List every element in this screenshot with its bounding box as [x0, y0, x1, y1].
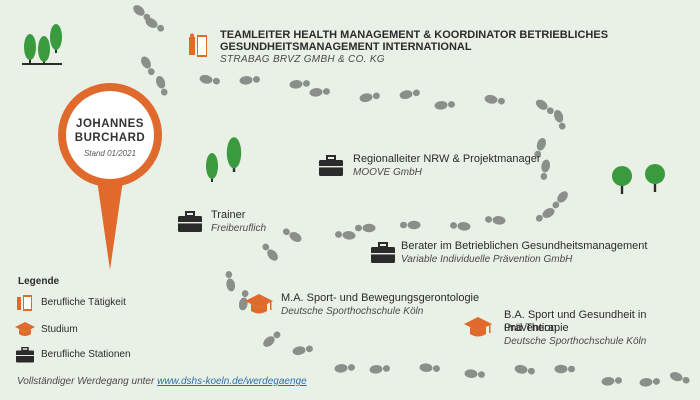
legend-item-study: Studium [41, 324, 78, 335]
station-5-institution: Deutsche Sporthochschule Köln [281, 306, 424, 317]
station-1-title: TEAMLEITER HEALTH MANAGEMENT & KOORDINAT… [220, 29, 609, 41]
graduation-cap-icon [14, 321, 36, 344]
door-icon [187, 33, 209, 64]
person-name: JOHANNES BURCHARD [62, 117, 158, 145]
briefcase-icon [177, 211, 203, 238]
station-6-institution: Deutsche Sporthochschule Köln [504, 336, 647, 347]
person-name-line1: JOHANNES [76, 118, 144, 130]
footer: Vollständiger Werdegang unter www.dshs-k… [17, 376, 307, 387]
person-name-line2: BURCHARD [74, 132, 146, 144]
station-3-company: Freiberuflich [211, 223, 267, 234]
briefcase-icon [370, 242, 396, 269]
station-2-title: Regionalleiter NRW & Projektmanager [353, 153, 541, 165]
briefcase-icon [318, 155, 344, 182]
tree-group-topleft [22, 24, 62, 65]
station-3-title: Trainer [211, 209, 246, 221]
station-4-company: Variable Individuelle Prävention GmbH [401, 254, 573, 265]
station-6-title: B.A. Sport und Gesundheit in Prävention [504, 309, 647, 334]
stand-date: Stand 01/2021 [83, 149, 137, 158]
graduation-cap-icon [244, 292, 274, 321]
tree-group-center [206, 137, 242, 182]
station-1-company: STRABAG BRVZ GMBH & CO. KG [220, 54, 385, 65]
station-2-company: MOOVE GmbH [353, 167, 422, 178]
briefcase-icon [15, 346, 35, 368]
legend-item-stations: Berufliche Stationen [41, 349, 131, 360]
legend-item-work: Berufliche Tätigkeit [41, 297, 126, 308]
legend: Legende [18, 276, 59, 287]
graduation-cap-icon [463, 315, 493, 344]
station-6-title-cont: und Therapie [504, 322, 569, 334]
location-pin [58, 83, 162, 270]
station-1-title-cont: GESUNDHEITSMANAGEMENT INTERNATIONAL [220, 41, 472, 53]
footer-text: Vollständiger Werdegang unter [17, 376, 158, 387]
footer-link[interactable]: www.dshs-koeln.de/werdegaenge [157, 376, 307, 387]
door-icon [16, 294, 34, 317]
station-4-title: Berater im Betrieblichen Gesundheitsmana… [401, 240, 648, 252]
legend-title: Legende [18, 276, 60, 287]
station-5-title: M.A. Sport- und Bewegungsgerontologie [281, 292, 480, 304]
tree-group-right [612, 164, 665, 194]
